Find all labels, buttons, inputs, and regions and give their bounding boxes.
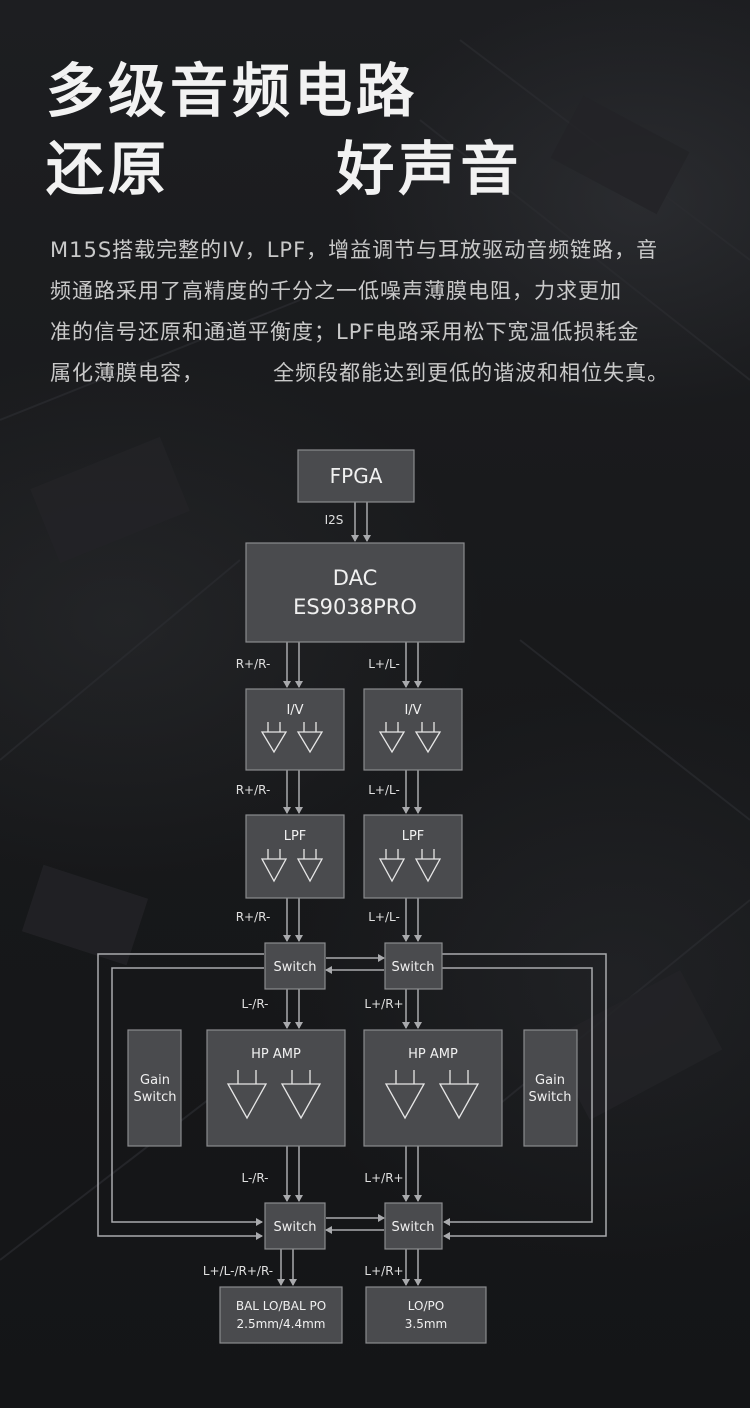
op-amp-icon <box>226 1083 268 1120</box>
switch-bottom-right-box <box>384 1202 443 1250</box>
hp-amp-left-label: HP AMP <box>251 1047 301 1062</box>
switch-bottom-left-box <box>264 1202 326 1250</box>
op-amp-icon <box>296 731 324 754</box>
op-amp-icon <box>296 858 324 883</box>
description: M15S搭载完整的IV，LPF，增益调节与耳放驱动音频链路，音 频通路采用了高精… <box>50 230 710 394</box>
i2s-label: I2S <box>325 513 344 527</box>
gain-switch-right-line2: Switch <box>529 1090 572 1105</box>
amp-out-left-label: L-/R- <box>241 1171 268 1185</box>
lpf-out-right-label: L+/L- <box>368 910 400 924</box>
gain-switch-left-line2: Switch <box>134 1090 177 1105</box>
op-amp-icon <box>414 858 442 883</box>
gain-switch-left-box <box>127 1029 182 1147</box>
iv-out-left-label: R+/R- <box>236 783 271 797</box>
hp-amp-right-label: HP AMP <box>408 1047 458 1062</box>
op-amp-icon <box>378 858 406 883</box>
fpga-box <box>297 449 415 503</box>
switch-top-right-label: Switch <box>392 960 435 975</box>
bal-output-line2: 2.5mm/4.4mm <box>237 1317 326 1331</box>
switch-top-right-box <box>384 942 443 990</box>
description-line: 频通路采用了高精度的千分之一低噪声薄膜电阻，力求更加 <box>50 279 622 303</box>
hp-amp-right-box <box>363 1029 503 1147</box>
fpga-label: FPGA <box>330 464 383 488</box>
op-amp-icon <box>414 731 442 754</box>
iv-left-box <box>245 688 345 771</box>
iv-left-label: I/V <box>286 703 303 718</box>
page-title: 多级音频电路 <box>46 62 418 120</box>
bal-output-box <box>219 1286 343 1344</box>
amp-out-right-label: L+/R+ <box>364 1171 403 1185</box>
bal-output-line1: BAL LO/BAL PO <box>236 1299 326 1313</box>
title-line-2-right: 好声音 <box>336 135 523 203</box>
lpf-left-label: LPF <box>284 829 307 844</box>
dac-box <box>245 542 465 643</box>
lpf-right-label: LPF <box>402 829 425 844</box>
op-amp-icon <box>378 731 406 754</box>
wires <box>97 502 607 1286</box>
op-amp-icon <box>384 1083 426 1120</box>
final-out-right-label: L+/R+ <box>364 1264 403 1278</box>
switch-bottom-right-label: Switch <box>392 1220 435 1235</box>
switch-top-left-box <box>264 942 326 990</box>
lo-output-box <box>365 1286 487 1344</box>
lpf-right-box <box>363 814 463 899</box>
gain-switch-right-line1: Gain <box>535 1073 565 1088</box>
switch-top-left-label: Switch <box>274 960 317 975</box>
switch-out-right-label: L+/R+ <box>364 997 403 1011</box>
op-amp-icon <box>260 731 288 754</box>
dac-label: DAC <box>333 566 377 590</box>
page-subtitle: 还原 好声音 <box>46 140 522 198</box>
op-amp-icon <box>438 1083 480 1120</box>
title-line-2-left: 还原 <box>46 135 171 203</box>
description-line: M15S搭载完整的IV，LPF，增益调节与耳放驱动音频链路，音 <box>50 238 659 262</box>
op-amp-icon <box>260 858 288 883</box>
description-line: 准的信号还原和通道平衡度；LPF电路采用松下宽温低损耗金 <box>50 320 640 344</box>
dac-out-left-label: R+/R- <box>236 657 271 671</box>
iv-out-right-label: L+/L- <box>368 783 400 797</box>
description-line: 属化薄膜电容， 全频段都能达到更低的谐波和相位失真。 <box>50 361 670 385</box>
lo-output-line1: LO/PO <box>408 1299 444 1313</box>
gain-switch-left-line1: Gain <box>140 1073 170 1088</box>
switch-out-left-label: L-/R- <box>241 997 268 1011</box>
lo-output-line2: 3.5mm <box>405 1317 447 1331</box>
lpf-left-box <box>245 814 345 899</box>
lpf-out-left-label: R+/R- <box>236 910 271 924</box>
dac-out-right-label: L+/L- <box>368 657 400 671</box>
title-line-1: 多级音频电路 <box>46 57 419 125</box>
dac-model-label: ES9038PRO <box>293 595 417 619</box>
final-out-left-label: L+/L-/R+/R- <box>203 1264 273 1278</box>
op-amp-icon <box>280 1083 322 1120</box>
iv-right-label: I/V <box>404 703 421 718</box>
op-amp-symbols <box>226 722 480 1120</box>
gain-switch-right-box <box>523 1029 578 1147</box>
iv-right-box <box>363 688 463 771</box>
switch-bottom-left-label: Switch <box>274 1220 317 1235</box>
